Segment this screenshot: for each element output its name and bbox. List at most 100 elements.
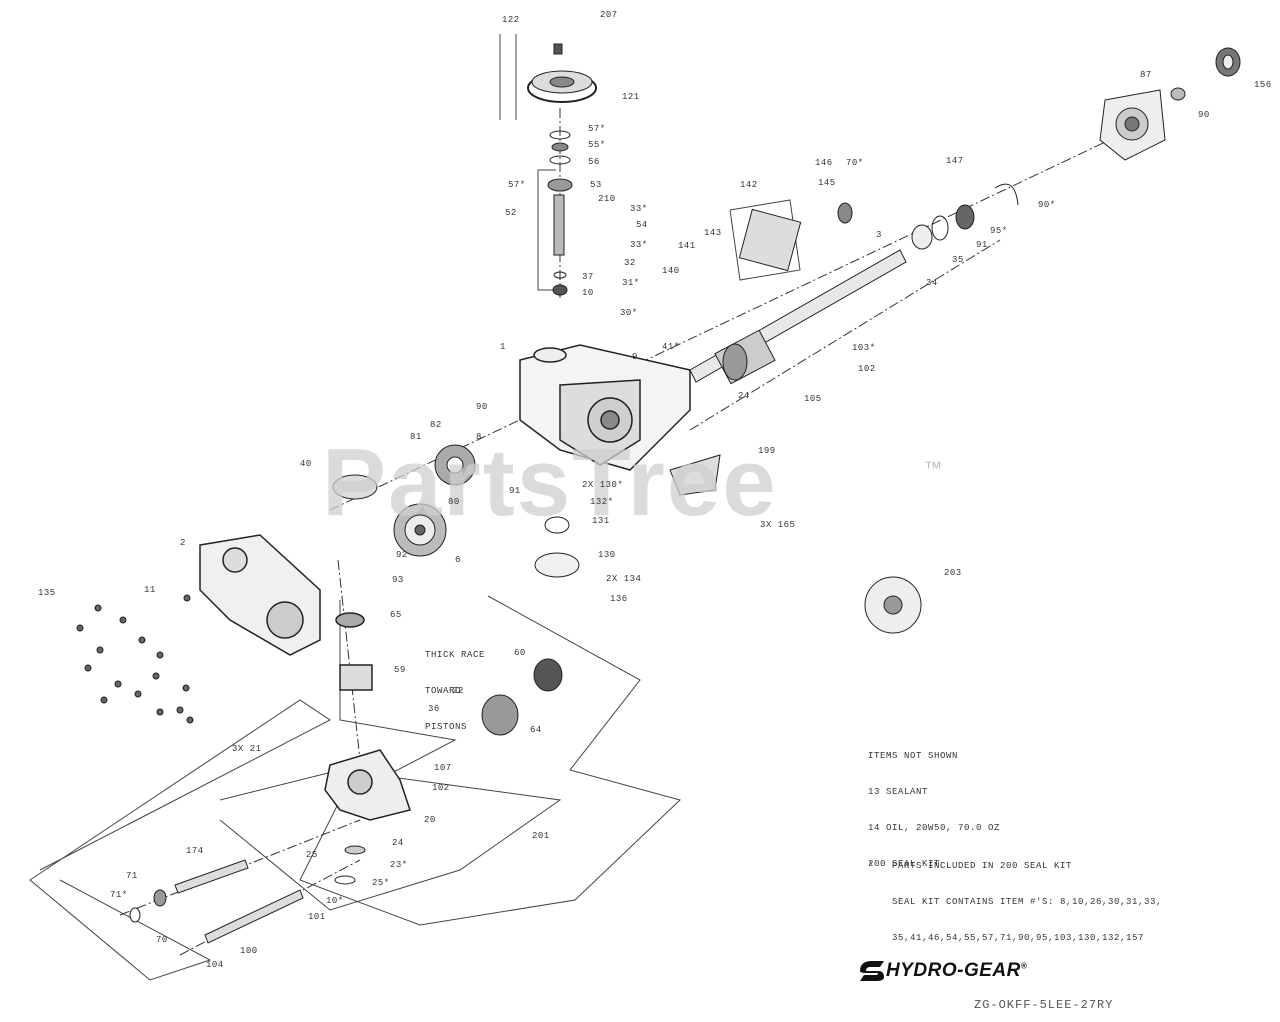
callout-label: 36 (428, 704, 440, 714)
callout-label: 132* (590, 497, 614, 507)
callout-label: 3X 21 (232, 744, 262, 754)
input-shafts (129, 845, 366, 944)
callout-label: 8 (476, 432, 482, 442)
callout-label: 100 (240, 946, 258, 956)
callout-label: 102 (858, 364, 876, 374)
callout-label: 103* (852, 343, 876, 353)
note-line: PISTONS (425, 722, 468, 732)
callout-label: 22 (452, 686, 464, 696)
callout-label: 64 (530, 725, 542, 735)
brake-assembly (738, 183, 1019, 272)
callout-label: 3 (876, 230, 882, 240)
callout-label: 131 (592, 516, 610, 526)
callout-label: 54 (636, 220, 648, 230)
center-section (324, 612, 411, 821)
callout-label: 57* (508, 180, 526, 190)
callout-label: 30* (620, 308, 638, 318)
callout-label: 90 (1198, 110, 1210, 120)
callout-label: 130 (598, 550, 616, 560)
callout-label: 71* (110, 890, 128, 900)
callout-label: 35 (952, 255, 964, 265)
callout-label: 25 (306, 850, 318, 860)
callout-label: 70* (846, 158, 864, 168)
callout-label: 23* (390, 860, 408, 870)
note-line: 13 SEALANT (868, 787, 929, 797)
callout-label: 90* (1038, 200, 1056, 210)
callout-label: 156 (1254, 80, 1272, 90)
callout-label: 2X 134 (606, 574, 642, 584)
brand-name: HYDRO-GEAR® (886, 960, 1027, 982)
axle-shaft (689, 249, 907, 385)
watermark: PartsTree (322, 429, 778, 536)
callout-label: 80 (448, 497, 460, 507)
callout-label: 55* (588, 140, 606, 150)
callout-label: 174 (186, 846, 204, 856)
hub-flange (1099, 47, 1241, 161)
callout-label: 2X 130* (582, 480, 624, 490)
callout-label: 199 (758, 446, 776, 456)
callout-label: 107 (434, 763, 452, 773)
callout-label: 210 (598, 194, 616, 204)
wheel-hub (864, 576, 922, 634)
callout-label: 90 (476, 402, 488, 412)
note-line: 35,41,46,54,55,57,71,90,95,103,130,132,1… (868, 933, 1145, 943)
callout-label: 102 (432, 783, 450, 793)
callout-label: 10 (582, 288, 594, 298)
callout-label: 24 (738, 391, 750, 401)
callout-label: 37 (582, 272, 594, 282)
callout-label: 71 (126, 871, 138, 881)
callout-label: 81 (410, 432, 422, 442)
callout-label: 33* (630, 240, 648, 250)
bolt-set (76, 594, 194, 724)
callout-label: 34 (926, 278, 938, 288)
side-cover (199, 534, 321, 656)
callout-label: 20 (424, 815, 436, 825)
note-line: * PARTS INCLUDED IN 200 SEAL KIT (868, 861, 1073, 871)
callout-label: 104 (206, 960, 224, 970)
note-line: ITEMS NOT SHOWN (868, 751, 959, 761)
items-not-shown-note: ITEMS NOT SHOWN 13 SEALANT 14 OIL, 20W50… (868, 726, 1000, 882)
callout-label: 207 (600, 10, 618, 20)
callout-label: 92 (396, 550, 408, 560)
callout-label: 142 (740, 180, 758, 190)
callout-label: 24 (392, 838, 404, 848)
thick-race-note: THICK RACE TOWARD PISTONS (425, 625, 485, 745)
callout-label: 53 (590, 180, 602, 190)
note-line: TOWARD (425, 686, 462, 696)
callout-label: 146 (815, 158, 833, 168)
callout-label: 91 (976, 240, 988, 250)
callout-label: 1 (500, 342, 506, 352)
callout-label: 135 (38, 588, 56, 598)
callout-label: 101 (308, 912, 326, 922)
callout-label: 56 (588, 157, 600, 167)
callout-label: 3X 165 (760, 520, 796, 530)
callout-label: 32 (624, 258, 636, 268)
callout-label: 6 (455, 555, 461, 565)
callout-label: 95* (990, 226, 1008, 236)
note-line: 14 OIL, 20W50, 70.0 OZ (868, 823, 1001, 833)
callout-label: 93 (392, 575, 404, 585)
callout-label: 10* (326, 896, 344, 906)
callout-label: 25* (372, 878, 390, 888)
hydro-gear-logo: HYDRO-GEAR® (858, 958, 1027, 984)
callout-label: 143 (704, 228, 722, 238)
kit-outline-lines (29, 34, 801, 981)
callout-label: 105 (804, 394, 822, 404)
callout-label: 121 (622, 92, 640, 102)
callout-label: 91 (509, 486, 521, 496)
callout-label: 33* (630, 204, 648, 214)
drawing-id: ZG-OKFF-5LEE-27RY (974, 998, 1114, 1012)
seal-kit-note: * PARTS INCLUDED IN 200 SEAL KIT SEAL KI… (868, 836, 1162, 956)
callout-label: 65 (390, 610, 402, 620)
callout-label: 201 (532, 831, 550, 841)
callout-label: 70 (156, 935, 168, 945)
callout-label: 60 (514, 648, 526, 658)
callout-label: 141 (678, 241, 696, 251)
note-line: 200 SEAL KIT (868, 859, 941, 869)
callout-label: 40 (300, 459, 312, 469)
callout-label: 87 (1140, 70, 1152, 80)
callout-label: 147 (946, 156, 964, 166)
main-housing (519, 344, 691, 471)
callout-label: 52 (505, 208, 517, 218)
callout-label: 9 (632, 352, 638, 362)
